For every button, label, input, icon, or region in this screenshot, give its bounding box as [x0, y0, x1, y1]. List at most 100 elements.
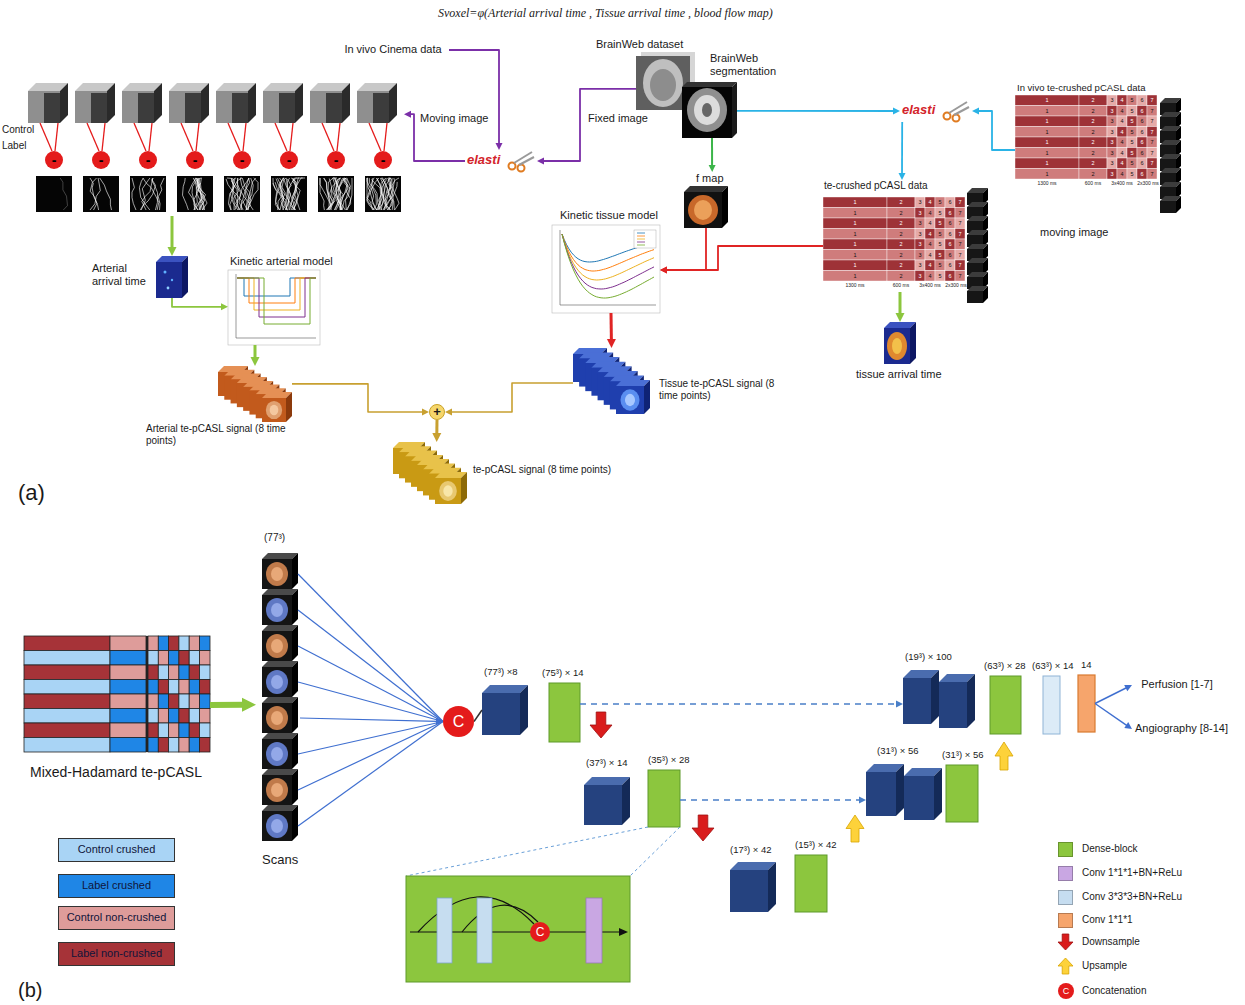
timing-label: 3x400 ms: [1107, 180, 1137, 187]
art-shape: [292, 769, 298, 805]
art-shape: [266, 778, 288, 802]
node-caption: Kinetic tissue model: [560, 209, 658, 222]
node-caption: Kinetic arterial model: [230, 255, 333, 268]
table-cell: 2: [1079, 148, 1107, 159]
art-shape: [887, 239, 915, 250]
art-shape: [1107, 169, 1117, 180]
art-shape: [1117, 169, 1127, 180]
table-cell: 4: [1117, 116, 1127, 127]
art-shape: [292, 697, 298, 733]
legend-swatch: [1058, 866, 1073, 881]
art-shape: [90, 178, 100, 210]
art-shape: [1015, 95, 1079, 106]
art-shape: [181, 123, 193, 151]
art-shape: [295, 83, 303, 123]
art-shape: [169, 665, 179, 680]
art-shape: [1015, 169, 1079, 180]
table-cell: 5: [935, 250, 945, 261]
art-shape: [1107, 116, 1117, 127]
art-shape: [935, 239, 945, 250]
art-shape: [406, 827, 648, 876]
art-shape: [562, 234, 654, 289]
art-shape: [1058, 983, 1074, 999]
connector: [660, 246, 823, 274]
art-shape: [110, 694, 146, 709]
art-shape: [262, 703, 292, 733]
art-shape: [107, 83, 115, 123]
art-shape: [169, 680, 179, 695]
art-shape: [262, 775, 292, 805]
elastix-logo: elasti: [465, 150, 537, 172]
art-shape: [439, 481, 457, 501]
connector: [432, 420, 441, 442]
art-shape: [935, 229, 945, 240]
art-shape: [262, 733, 298, 739]
art-shape: [1137, 169, 1147, 180]
feature-cubes: (31³) × 56: [866, 762, 942, 822]
art-shape: [1107, 127, 1117, 138]
art-shape: [270, 405, 279, 416]
art-shape: [237, 178, 249, 210]
art-shape: [935, 271, 945, 282]
art-shape: [262, 631, 292, 661]
art-shape: [242, 698, 256, 712]
art-shape: [955, 218, 965, 229]
art-shape: [1147, 158, 1157, 169]
art-shape: [24, 709, 110, 724]
art-shape: [1137, 116, 1147, 127]
art-shape: [275, 123, 287, 151]
art-shape: [887, 229, 915, 240]
art-shape: [1127, 137, 1137, 148]
art-shape: [179, 665, 189, 680]
art-shape: [560, 305, 656, 306]
node-text: C: [530, 922, 550, 942]
node-caption: (37³) × 14: [586, 757, 627, 768]
art-shape: [619, 928, 628, 936]
art-shape: [83, 176, 119, 212]
scan-stack: (77³)Scans: [256, 530, 300, 866]
connector: [251, 345, 260, 366]
art-shape: [1127, 158, 1137, 169]
art-shape: [143, 178, 159, 210]
art-shape: [1117, 106, 1127, 117]
connector: [1095, 685, 1132, 704]
table-cell: 5: [1127, 127, 1137, 138]
art-shape: [326, 93, 342, 123]
node-caption: BrainWeb dataset: [596, 38, 683, 51]
node-caption: Arterial te-pCASL signal (8 time points): [146, 423, 288, 447]
node-caption: (31³) × 56: [877, 745, 918, 756]
subtract-circle: -: [45, 151, 63, 169]
connector: [680, 797, 866, 804]
art-shape: [251, 357, 260, 366]
f-map: f map: [684, 172, 728, 228]
node-text: -: [233, 151, 251, 169]
art-shape: [169, 636, 179, 651]
art-shape: [24, 738, 110, 753]
art-shape: [1079, 137, 1107, 148]
table-cell: 4: [1117, 158, 1127, 169]
table-cell: 1: [823, 197, 887, 208]
legend-swatch: [1058, 890, 1073, 905]
art-shape: [158, 738, 168, 753]
table-cell: 4: [1117, 137, 1127, 148]
art-shape: [189, 723, 199, 738]
signal-stack: te-pCASL signal (8 time points): [393, 442, 467, 504]
table-cell: 5: [935, 197, 945, 208]
table-cell: 5: [935, 260, 945, 271]
connector-line: [171, 216, 174, 249]
art-shape: [983, 286, 988, 303]
table-cell: 7: [955, 271, 965, 282]
art-shape: [422, 409, 429, 416]
node-caption: (63³) × 28: [984, 660, 1025, 671]
output-conv: 14: [1078, 675, 1095, 732]
art-shape: [293, 178, 305, 210]
timing-label: 600 ms: [1079, 180, 1107, 187]
art-shape: [795, 855, 827, 912]
table-cell: 2: [1079, 106, 1107, 117]
art-shape: [171, 279, 173, 281]
art-shape: [1079, 169, 1107, 180]
art-shape: [1079, 127, 1107, 138]
art-shape: [357, 91, 389, 123]
art-shape: [730, 862, 776, 870]
